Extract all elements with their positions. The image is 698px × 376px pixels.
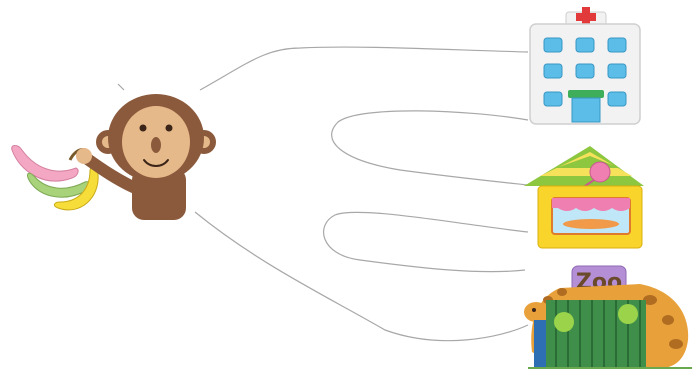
hospital-window	[608, 64, 626, 78]
zoo-gate-post-left	[534, 320, 546, 368]
hospital-window	[544, 64, 562, 78]
candy-shop[interactable]	[524, 146, 644, 248]
giraffe-spot	[557, 288, 567, 296]
line-to-shop	[195, 212, 528, 341]
hospital-window	[608, 38, 626, 52]
giraffe-eye	[532, 308, 536, 312]
giraffe-spot	[662, 315, 674, 325]
zoo-tree-right	[618, 304, 638, 324]
shop-awning	[552, 198, 630, 211]
monkey-nose	[151, 137, 161, 153]
zoo[interactable]: Zoo	[524, 266, 692, 368]
line-shop-loop	[324, 212, 528, 271]
hospital-cross-horizontal	[576, 13, 596, 21]
pink-banana	[12, 146, 78, 182]
line-to-hospital	[200, 47, 528, 90]
lollipop-icon	[590, 162, 610, 182]
hospital-door-awning	[568, 90, 604, 98]
monkey-hand	[76, 148, 92, 164]
hospital-window	[576, 64, 594, 78]
line-extra-top	[118, 84, 124, 90]
monkey-eye-right	[166, 125, 173, 132]
hospital-window	[608, 92, 626, 106]
line-hospital-loop	[332, 111, 528, 185]
shop-sweets	[563, 219, 619, 229]
hospital-door	[572, 98, 600, 122]
hospital[interactable]	[530, 7, 640, 124]
zoo-tree-left	[554, 312, 574, 332]
monkey[interactable]	[76, 94, 216, 220]
giraffe-spot	[669, 339, 683, 349]
giraffe-head	[524, 302, 548, 322]
monkey-eye-left	[140, 125, 147, 132]
hospital-window	[544, 38, 562, 52]
hospital-window	[544, 92, 562, 106]
hospital-window	[576, 38, 594, 52]
